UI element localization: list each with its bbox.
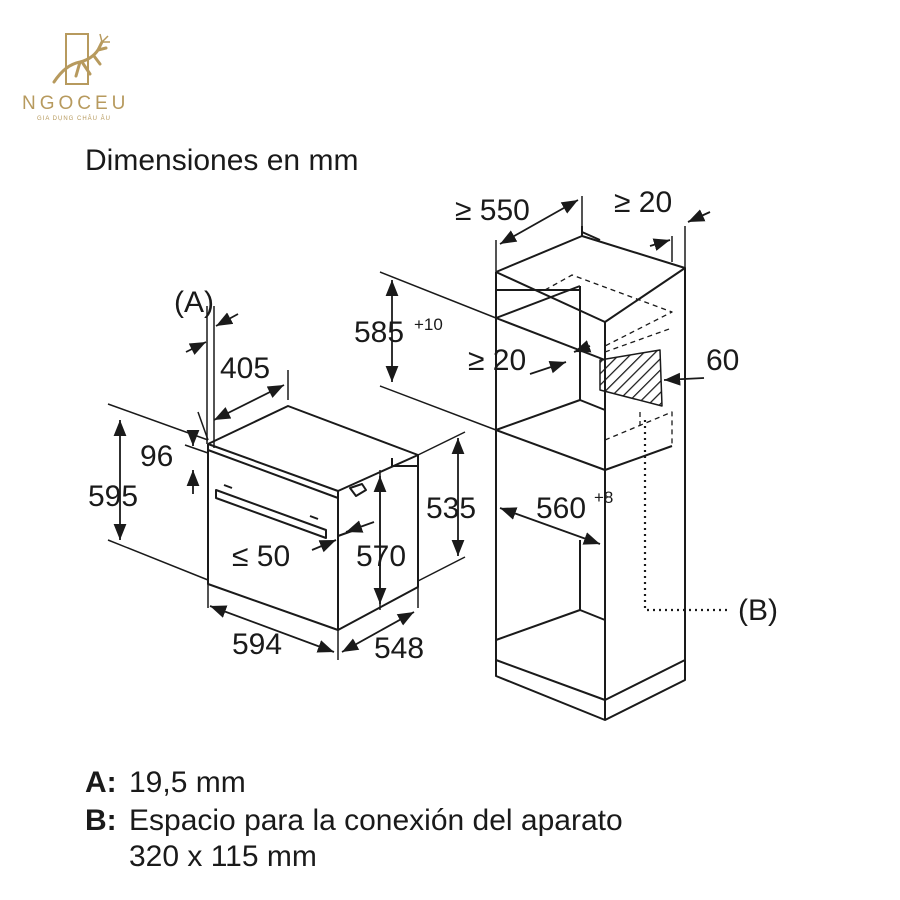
dim-60-label: 60 — [706, 344, 739, 377]
dim-405-label: 405 — [220, 352, 270, 385]
dim-585-label: 585 — [354, 316, 404, 349]
dim-570-label: 570 — [356, 540, 406, 573]
legend-b-text-1: Espacio para la conexión del aparato — [129, 804, 623, 837]
oven-body — [207, 405, 419, 631]
logo-tagline: GIA DỤNG CHÂU ÂU — [37, 116, 112, 122]
logo-wordmark: NGOCEU — [22, 93, 130, 114]
dim-560-label: 560 — [536, 492, 586, 525]
dim-550-label: ≥ 550 — [455, 194, 530, 227]
callout-b-leader — [643, 420, 730, 612]
legend-a: A: 19,5 mm — [85, 766, 246, 800]
dim-594-label: 594 — [232, 628, 282, 661]
hidden-lines — [544, 274, 673, 446]
dim-595-label: 595 — [88, 480, 138, 513]
logo-deer-icon — [52, 33, 110, 85]
legend-a-key: A: — [85, 766, 117, 799]
diagram-title: Dimensiones en mm — [85, 144, 359, 177]
legend-b: B: Espacio para la conexión del aparato — [85, 804, 623, 838]
dim-548-label: 548 — [374, 632, 424, 665]
cabinet-body — [495, 226, 686, 721]
callout-b-label: (B) — [738, 594, 778, 627]
dim-560-sup: +8 — [594, 488, 613, 507]
dim-50-label: ≤ 50 — [232, 540, 290, 573]
legend-b-line2: 320 x 115 mm — [129, 840, 317, 874]
connection-space — [599, 349, 663, 407]
legend-b-text-2: 320 x 115 mm — [129, 840, 317, 873]
callout-a-label: (A) — [174, 286, 214, 319]
legend-b-key: B: — [85, 804, 117, 837]
dim-535-label: 535 — [426, 492, 476, 525]
dim-585-sup: +10 — [414, 315, 443, 334]
dim-96-label: 96 — [140, 440, 173, 473]
legend-a-text: 19,5 mm — [129, 766, 246, 799]
dim-20-top-label: ≥ 20 — [614, 186, 672, 219]
dim-20-mid-label: ≥ 20 — [468, 344, 526, 377]
